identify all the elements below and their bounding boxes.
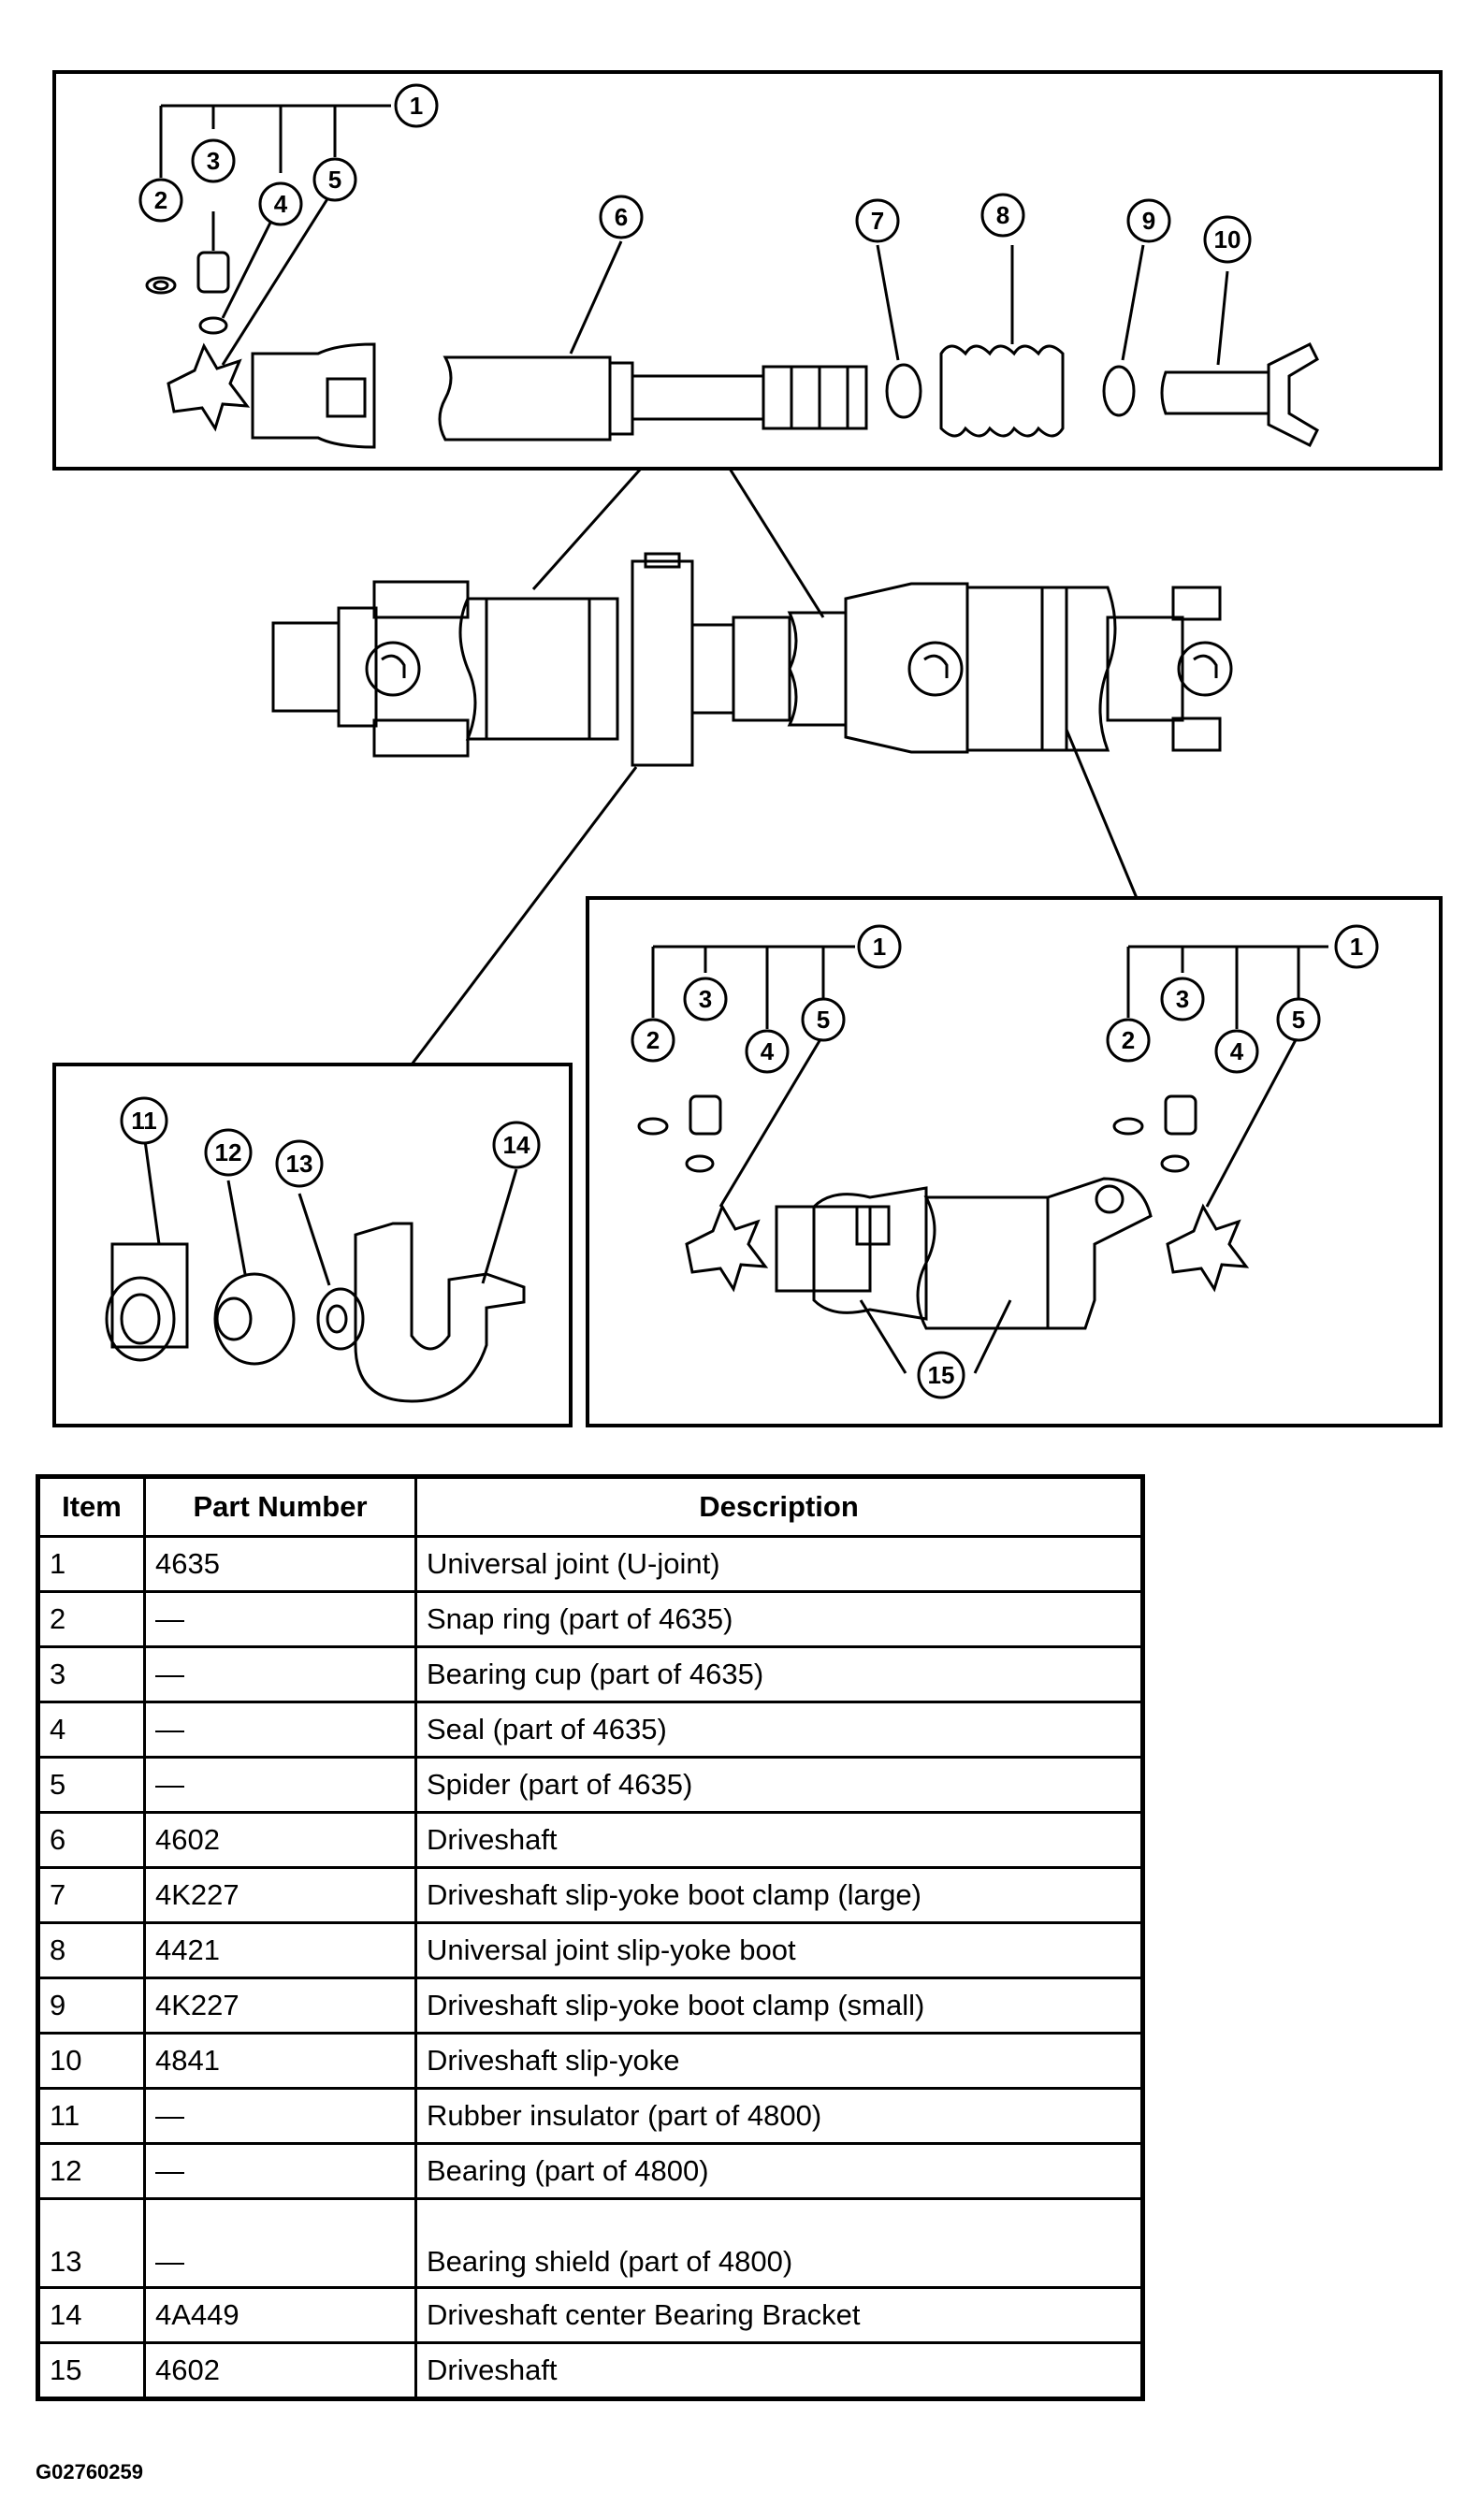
cell-desc: Bearing shield (part of 4800) (414, 2197, 1144, 2289)
cell-item: 12 (36, 2142, 146, 2200)
table-row: 2—Snap ring (part of 4635) (36, 1590, 1144, 1648)
callout-bracket-14: 14 (503, 1131, 530, 1159)
cell-item: 2 (36, 1590, 146, 1648)
cell-desc: Universal joint (U-joint) (414, 1535, 1144, 1593)
cell-item: 8 (36, 1921, 146, 1979)
callout-bracket-12: 12 (215, 1138, 242, 1166)
callout-top-7: 7 (871, 207, 884, 235)
callout-right-b-3: 3 (1176, 985, 1189, 1013)
cell-desc: Bearing (part of 4800) (414, 2142, 1144, 2200)
cell-part: — (143, 2142, 417, 2200)
cell-desc: Driveshaft (414, 1811, 1144, 1869)
cell-desc: Snap ring (part of 4635) (414, 1590, 1144, 1648)
cell-item: 1 (36, 1535, 146, 1593)
cell-part: 4421 (143, 1921, 417, 1979)
cell-item: 7 (36, 1866, 146, 1924)
cell-item: 4 (36, 1701, 146, 1759)
callout-top-10: 10 (1214, 225, 1241, 253)
callout-top-1: 1 (410, 92, 423, 120)
cell-item: 14 (36, 2286, 146, 2344)
table-row: 11—Rubber insulator (part of 4800) (36, 2087, 1144, 2145)
header-item: Item (36, 1475, 146, 1538)
cell-part: — (143, 2197, 417, 2289)
cell-desc: Bearing cup (part of 4635) (414, 1645, 1144, 1703)
cell-part: — (143, 1590, 417, 1648)
header-description: Description (414, 1475, 1144, 1538)
callout-right-b-1: 1 (1350, 933, 1363, 961)
callout-top-9: 9 (1142, 207, 1155, 235)
callout-bubbles (120, 83, 1379, 1399)
cell-item: 11 (36, 2087, 146, 2145)
figure-code: G02760259 (36, 2460, 143, 2484)
cell-item: 5 (36, 1756, 146, 1814)
cell-part: 4841 (143, 2032, 417, 2090)
callout-top-2: 2 (154, 186, 167, 214)
cell-item: 10 (36, 2032, 146, 2090)
callout-right-a-2: 2 (646, 1026, 660, 1054)
header-part-number: Part Number (143, 1475, 417, 1538)
table-row: 3—Bearing cup (part of 4635) (36, 1645, 1144, 1703)
cell-part: — (143, 1701, 417, 1759)
cell-part: 4K227 (143, 1866, 417, 1924)
cell-part: 4602 (143, 1811, 417, 1869)
cell-part: 4635 (143, 1535, 417, 1593)
table-row: 13—Bearing shield (part of 4800) (36, 2197, 1144, 2289)
cell-desc: Driveshaft slip-yoke (414, 2032, 1144, 2090)
table-row: 5—Spider (part of 4635) (36, 1756, 1144, 1814)
cell-item: 6 (36, 1811, 146, 1869)
callout-top-4: 4 (274, 190, 288, 218)
cell-desc: Driveshaft slip-yoke boot clamp (large) (414, 1866, 1144, 1924)
cell-part: — (143, 1756, 417, 1814)
table-row: 4—Seal (part of 4635) (36, 1701, 1144, 1759)
bracket-detail-panel (52, 1063, 573, 1427)
table-header-row: Item Part Number Description (36, 1475, 1144, 1538)
callout-bracket-13: 13 (286, 1150, 313, 1178)
cell-desc: Universal joint slip-yoke boot (414, 1921, 1144, 1979)
callout-top-8: 8 (996, 201, 1009, 229)
cell-desc: Seal (part of 4635) (414, 1701, 1144, 1759)
callout-right-b-2: 2 (1122, 1026, 1135, 1054)
u-joint-detail-panel (586, 896, 1443, 1427)
table-row: 12—Bearing (part of 4800) (36, 2142, 1144, 2200)
cell-desc: Rubber insulator (part of 4800) (414, 2087, 1144, 2145)
cell-desc: Driveshaft (414, 2341, 1144, 2400)
callout-right-a-4: 4 (761, 1037, 775, 1065)
cell-item: 9 (36, 1977, 146, 2035)
callout-right-a-5: 5 (817, 1006, 830, 1034)
cell-part: 4A449 (143, 2286, 417, 2344)
cell-desc: Driveshaft center Bearing Bracket (414, 2286, 1144, 2344)
callout-right-15: 15 (928, 1361, 955, 1389)
cell-part: 4602 (143, 2341, 417, 2400)
callout-right-b-5: 5 (1292, 1006, 1305, 1034)
cell-item: 3 (36, 1645, 146, 1703)
callout-top-6: 6 (615, 203, 628, 231)
callout-right-b-4: 4 (1230, 1037, 1244, 1065)
driveshaft-exploded-diagram: 1 2 3 4 5 6 7 8 9 10 11 12 13 14 1 2 3 4… (52, 70, 1443, 1427)
callout-right-a-3: 3 (699, 985, 712, 1013)
top-detail-panel (52, 70, 1443, 471)
callout-top-3: 3 (207, 147, 220, 175)
cell-part: — (143, 2087, 417, 2145)
callout-bracket-11: 11 (131, 1107, 157, 1135)
callout-top-5: 5 (328, 166, 341, 194)
cell-part: 4K227 (143, 1977, 417, 2035)
cell-desc: Driveshaft slip-yoke boot clamp (small) (414, 1977, 1144, 2035)
cell-part: — (143, 1645, 417, 1703)
callout-right-a-1: 1 (873, 933, 886, 961)
cell-item: 15 (36, 2341, 146, 2400)
cell-desc: Spider (part of 4635) (414, 1756, 1144, 1814)
cell-item: 13 (36, 2197, 146, 2289)
